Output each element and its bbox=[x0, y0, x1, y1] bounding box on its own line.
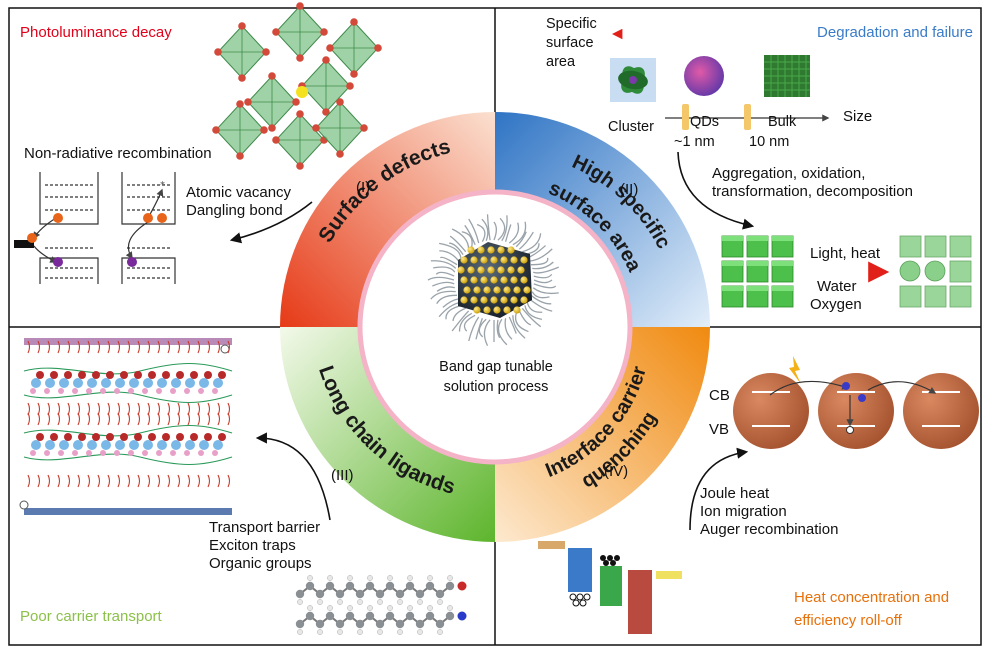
q2-stage-cluster: Cluster bbox=[608, 119, 654, 135]
electrode-contact-top bbox=[220, 344, 230, 354]
q1-defect-0: Atomic vacancy bbox=[186, 184, 292, 201]
ligand-network-icon bbox=[23, 340, 233, 488]
q2-axis-label: Specific surface area bbox=[546, 16, 597, 70]
bottom-electrode bbox=[24, 508, 232, 515]
q2-size-label: Size bbox=[843, 108, 873, 125]
q4-corner-title-1: Heat concentration and bbox=[794, 589, 950, 606]
q3-corner-title: Poor carrier transport bbox=[20, 608, 162, 625]
ring-segment-high-surface-area bbox=[495, 112, 710, 327]
carrier-spheres-icon bbox=[733, 373, 979, 449]
ring-segment-long-chain-ligands bbox=[280, 327, 495, 542]
center-ring bbox=[280, 112, 710, 542]
q4-effect-1: Ion migration bbox=[700, 503, 787, 520]
q2-arrow-bottom-1: Water bbox=[817, 278, 857, 295]
q2-processes-line1: Aggregation, oxidation, bbox=[712, 165, 866, 182]
q4-effect-2: Auger recombination bbox=[700, 521, 839, 538]
defects-arrow bbox=[229, 201, 313, 244]
bulk-crystal-icon bbox=[764, 55, 810, 97]
q4-corner-title-2: efficiency roll-off bbox=[794, 612, 902, 629]
q2-stage-bulk: Bulk bbox=[768, 114, 797, 130]
q4-effect-0: Joule heat bbox=[700, 485, 770, 502]
numeral-i: (I) bbox=[356, 179, 370, 196]
center-text-line2: solution process bbox=[443, 379, 549, 395]
q3-issue-2: Organic groups bbox=[209, 555, 312, 572]
numeral-iii: (III) bbox=[331, 467, 354, 484]
q2-stage-qds: QDs bbox=[690, 114, 719, 130]
numeral-ii: (II) bbox=[620, 181, 638, 198]
energy-diagram-left-icon bbox=[14, 172, 99, 284]
ring-segment-surface-defects bbox=[280, 112, 495, 327]
size-marker-10nm bbox=[744, 104, 751, 130]
q3-issue-0: Transport barrier bbox=[209, 519, 321, 536]
alkyl-chain-molecule-icon bbox=[295, 575, 467, 635]
quenching-arrow bbox=[689, 447, 749, 531]
q1-defect-1: Dangling bond bbox=[186, 202, 283, 219]
q2-size-1nm: ~1 nm bbox=[674, 134, 715, 150]
q4-cb-label: CB bbox=[709, 387, 730, 404]
q2-corner-title: Degradation and failure bbox=[817, 24, 973, 41]
center-text-line1: Band gap tunable bbox=[439, 359, 553, 375]
q2-arrow-bottom-2: Oxygen bbox=[810, 296, 862, 313]
svg-text:*: * bbox=[160, 180, 165, 191]
q2-arrow-top: Light, heat bbox=[810, 245, 881, 262]
q1-corner-title: Photoluminance decay bbox=[20, 24, 172, 41]
size-marker-1nm bbox=[682, 104, 689, 130]
q2-processes-line2: transformation, decomposition bbox=[712, 183, 913, 200]
qd-icon bbox=[684, 56, 724, 96]
ligands-arrow bbox=[255, 432, 331, 521]
ring-segment-interface-quenching bbox=[495, 327, 710, 542]
q1-subtitle: Non-radiative recombination bbox=[24, 145, 212, 162]
intact-cubes-icon bbox=[721, 235, 794, 308]
cluster-icon bbox=[618, 66, 648, 94]
center-circle bbox=[357, 189, 633, 465]
degraded-cubes-icon bbox=[899, 235, 972, 308]
energy-diagram-right-icon: * bbox=[121, 172, 176, 284]
q4-vb-label: VB bbox=[709, 421, 730, 438]
perovskite-octahedra-icon bbox=[212, 2, 382, 170]
numeral-iv: (IV) bbox=[604, 463, 628, 480]
q2-size-10nm: 10 nm bbox=[749, 134, 790, 150]
lightning-icon bbox=[789, 356, 801, 384]
band-alignment-icon bbox=[538, 541, 682, 634]
nanocrystal-icon bbox=[427, 214, 559, 346]
electrode-contact-bottom bbox=[19, 500, 29, 510]
degradation-arrow bbox=[677, 151, 755, 230]
q3-issue-1: Exciton traps bbox=[209, 537, 296, 554]
